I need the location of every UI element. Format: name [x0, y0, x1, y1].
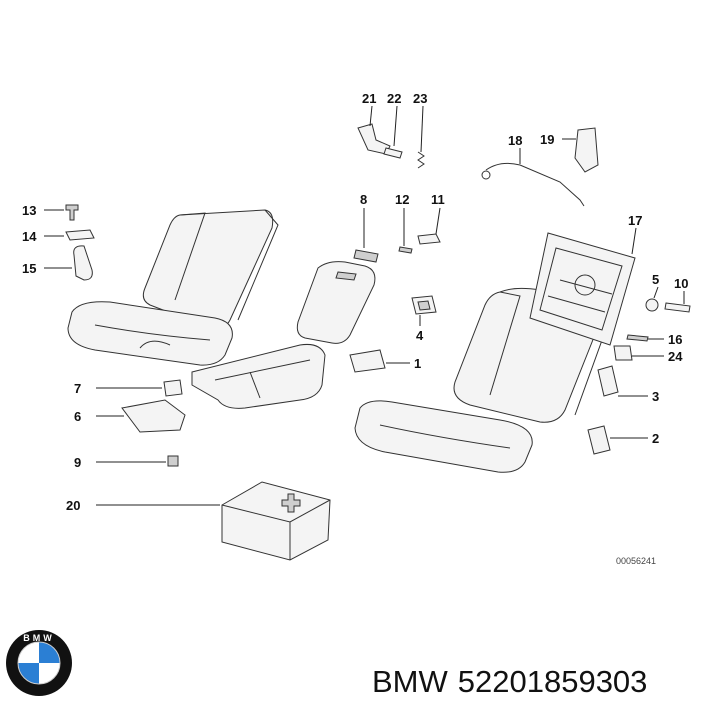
cable-18-part	[485, 162, 585, 207]
left-backrest-side	[174, 209, 279, 321]
leader-lines	[44, 105, 685, 506]
spring-23-part	[417, 151, 425, 169]
bolt-12-part	[398, 246, 413, 254]
exploded-parts-diagram: 13 14 15 21 22 23 18 19 8 12 11 17 5 10 …	[22, 91, 691, 566]
left-seat-assembly	[67, 209, 279, 366]
callout-4: 4	[416, 328, 424, 343]
latch-11-part	[417, 233, 441, 245]
bmw-logo-icon: BMW	[6, 630, 72, 696]
screw-13-part	[65, 204, 79, 221]
callout-17: 17	[628, 213, 642, 228]
center-cushion-seam	[214, 359, 311, 399]
callout-11: 11	[431, 192, 445, 207]
part-caption: BMW 52201859303	[372, 664, 657, 700]
cap-5-part	[645, 298, 659, 312]
callout-14: 14	[22, 229, 37, 244]
bracket-21-part	[357, 123, 391, 155]
callout-9: 9	[74, 455, 81, 470]
callout-18: 18	[508, 133, 522, 148]
center-cushion-part	[191, 344, 326, 409]
diagram-reference-code: 00056241	[616, 556, 656, 566]
cup-7-part	[163, 379, 183, 397]
center-backrest-slot	[335, 271, 357, 281]
callout-labels: 13 14 15 21 22 23 18 19 8 12 11 17 5 10 …	[22, 91, 688, 513]
clip-14-part	[65, 229, 95, 241]
callout-22: 22	[387, 91, 401, 106]
pin-22-part	[383, 147, 403, 159]
callout-2: 2	[652, 431, 659, 446]
callout-21: 21	[362, 91, 376, 106]
strap-15-part	[73, 245, 93, 281]
bushing-24-part	[613, 345, 633, 361]
callout-7: 7	[74, 381, 81, 396]
small-hardware	[65, 123, 691, 561]
screw-16-part	[626, 334, 649, 342]
callout-6: 6	[74, 409, 81, 424]
callout-20: 20	[66, 498, 80, 513]
callout-12: 12	[395, 192, 409, 207]
brand-name: BMW	[372, 664, 448, 699]
pad-8-part	[353, 249, 379, 263]
callout-19: 19	[540, 132, 554, 147]
center-backrest-part	[296, 261, 376, 344]
bracket-2-part	[587, 425, 611, 455]
bracket-3-part	[597, 365, 619, 397]
part-number: 52201859303	[457, 664, 648, 699]
bmw-logo-lettering: BMW	[23, 633, 55, 643]
cover-19-part	[574, 127, 599, 173]
holder-6-part	[121, 399, 186, 433]
callout-15: 15	[22, 261, 36, 276]
callout-13: 13	[22, 203, 36, 218]
callout-24: 24	[668, 349, 683, 364]
first-aid-box-20-part	[221, 481, 331, 561]
callout-5: 5	[652, 272, 659, 287]
right-cushion-part	[354, 400, 533, 473]
callout-16: 16	[668, 332, 682, 347]
callout-1: 1	[414, 356, 421, 371]
callout-23: 23	[413, 91, 427, 106]
bolt-10-part	[664, 302, 691, 313]
first-aid-cross-icon	[281, 493, 301, 513]
backrest-frame-part	[529, 232, 636, 346]
callout-3: 3	[652, 389, 659, 404]
callout-8: 8	[360, 192, 367, 207]
right-cushion-seam	[379, 424, 511, 449]
callout-10: 10	[674, 276, 688, 291]
lock-1-part	[349, 349, 386, 373]
left-cushion-seam	[94, 324, 211, 349]
center-section-assembly	[191, 261, 376, 409]
stud-9-part	[167, 455, 179, 467]
